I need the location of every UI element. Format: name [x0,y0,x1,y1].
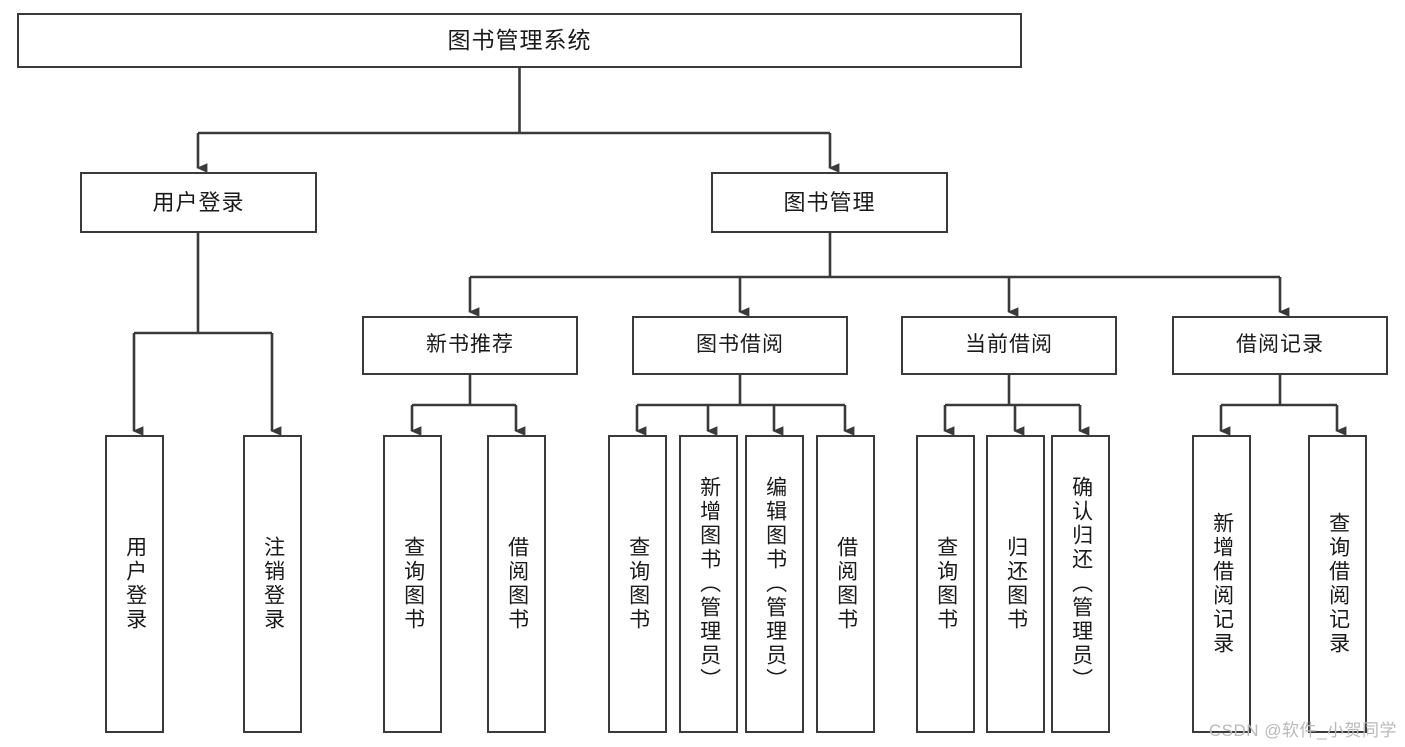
node-label: 图书管理系统 [447,27,592,54]
node-label: 查询图书 [401,536,425,632]
node-leaf-confirm-return[interactable]: 确认归还（管理员） [1051,435,1110,733]
node-label: 注销登录 [261,536,285,632]
node-current-borrow[interactable]: 当前借阅 [901,316,1117,375]
node-borrow-record[interactable]: 借阅记录 [1172,316,1388,375]
node-book-borrow[interactable]: 图书借阅 [632,316,848,375]
node-leaf-query-book-3[interactable]: 查询图书 [916,435,975,733]
node-book-management[interactable]: 图书管理 [711,172,948,233]
node-leaf-query-book-2[interactable]: 查询图书 [608,435,667,733]
node-label: 查询借阅记录 [1326,512,1350,656]
node-label: 当前借阅 [965,333,1053,357]
node-leaf-user-login[interactable]: 用户登录 [105,435,164,733]
node-leaf-borrow-book-2[interactable]: 借阅图书 [816,435,875,733]
node-book-management-system[interactable]: 图书管理系统 [17,13,1022,68]
node-label: 新书推荐 [426,333,514,357]
node-label: 确认归还（管理员） [1069,476,1093,692]
node-leaf-query-record[interactable]: 查询借阅记录 [1308,435,1367,733]
node-leaf-add-record[interactable]: 新增借阅记录 [1192,435,1251,733]
watermark: CSDN @软件_小贺同学 [1208,721,1397,740]
node-leaf-borrow-book-1[interactable]: 借阅图书 [487,435,546,733]
node-label: 归还图书 [1004,536,1028,632]
node-user-login[interactable]: 用户登录 [80,172,317,233]
node-label: 借阅记录 [1236,333,1324,357]
node-leaf-edit-book[interactable]: 编辑图书（管理员） [745,435,804,733]
node-leaf-add-book[interactable]: 新增图书（管理员） [679,435,738,733]
node-label: 图书管理 [783,189,876,215]
node-label: 图书借阅 [696,333,784,357]
node-label: 借阅图书 [834,536,858,632]
node-label: 借阅图书 [505,536,529,632]
node-label: 新增图书（管理员） [697,476,721,692]
node-leaf-user-logout[interactable]: 注销登录 [243,435,302,733]
node-label: 用户登录 [152,189,245,215]
node-label: 用户登录 [123,536,147,632]
node-label: 查询图书 [626,536,650,632]
node-leaf-return-book[interactable]: 归还图书 [986,435,1045,733]
node-label: 查询图书 [934,536,958,632]
node-label: 编辑图书（管理员） [763,476,787,692]
node-new-book-recommend[interactable]: 新书推荐 [362,316,578,375]
node-label: 新增借阅记录 [1210,512,1234,656]
node-leaf-query-book-1[interactable]: 查询图书 [383,435,442,733]
